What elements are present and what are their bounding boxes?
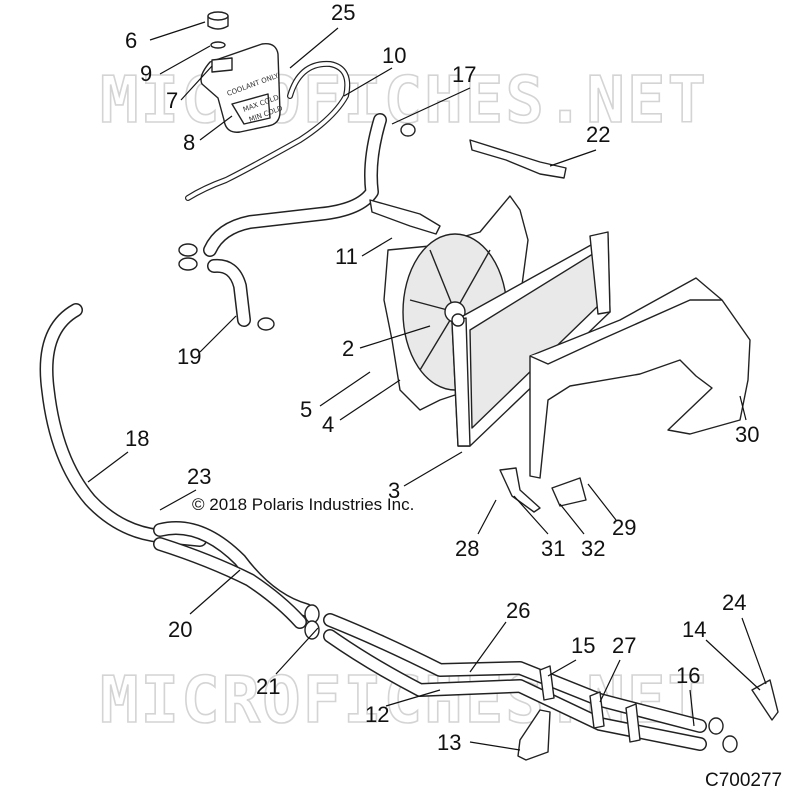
- callout-5: 5: [300, 397, 312, 422]
- callout-16: 16: [676, 663, 700, 688]
- coolant-pipe-18: [39, 303, 207, 547]
- o-ring: [210, 41, 226, 49]
- bracket-13: [517, 709, 551, 761]
- callout-14: 14: [682, 617, 706, 642]
- callout-26: 26: [506, 598, 530, 623]
- leader-lines: [87, 21, 767, 751]
- callout-13: 13: [437, 730, 461, 755]
- diagram-code: C700277: [705, 770, 782, 791]
- callout-20: 20: [168, 617, 192, 642]
- bracket-32: [551, 477, 587, 507]
- callout-21: 21: [256, 674, 280, 699]
- callout-19: 19: [177, 344, 201, 369]
- callout-25: 25: [331, 0, 355, 25]
- callout-9: 9: [140, 61, 152, 86]
- radiator: [451, 231, 611, 447]
- callouts: 6 9 7 8 25 10 17 22 11 19 2 5 4 30 3 18 …: [125, 0, 759, 755]
- callout-7: 7: [166, 88, 178, 113]
- callout-22: 22: [586, 122, 610, 147]
- callout-24: 24: [722, 590, 746, 615]
- callout-18: 18: [125, 426, 149, 451]
- overflow-hose: [185, 60, 351, 201]
- callout-11: 11: [335, 244, 358, 269]
- callout-4: 4: [322, 412, 334, 437]
- pipe-end-lower: [722, 735, 738, 753]
- callout-3: 3: [388, 478, 400, 503]
- callout-27: 27: [612, 633, 636, 658]
- callout-10: 10: [382, 43, 406, 68]
- coolant-pipe-20: [153, 521, 320, 640]
- radiator-panel: [529, 277, 751, 479]
- callout-28: 28: [455, 536, 479, 561]
- pipe-end-upper: [708, 717, 724, 735]
- bracket-14: [751, 679, 779, 721]
- callout-6: 6: [125, 28, 137, 53]
- callout-30: 30: [735, 422, 759, 447]
- bracket-11: [369, 199, 441, 235]
- callout-17: 17: [452, 62, 476, 87]
- upper-radiator-hose: [178, 113, 416, 331]
- callout-12: 12: [365, 702, 389, 727]
- coolant-pipe-26: [323, 613, 707, 733]
- callout-32: 32: [581, 536, 605, 561]
- coolant-reservoir: COOLANT ONLY MAX COLD MIN COLD: [200, 11, 284, 133]
- bracket-22: [469, 139, 567, 179]
- callout-8: 8: [183, 130, 195, 155]
- clamp-16: [625, 703, 641, 743]
- bracket-31: [499, 467, 541, 513]
- coolant-pipe-12: [323, 629, 707, 751]
- callout-31: 31: [541, 536, 565, 561]
- copyright-notice: © 2018 Polaris Industries Inc.: [192, 495, 414, 514]
- callout-23: 23: [187, 464, 211, 489]
- callout-2: 2: [342, 336, 354, 361]
- callout-15: 15: [571, 633, 595, 658]
